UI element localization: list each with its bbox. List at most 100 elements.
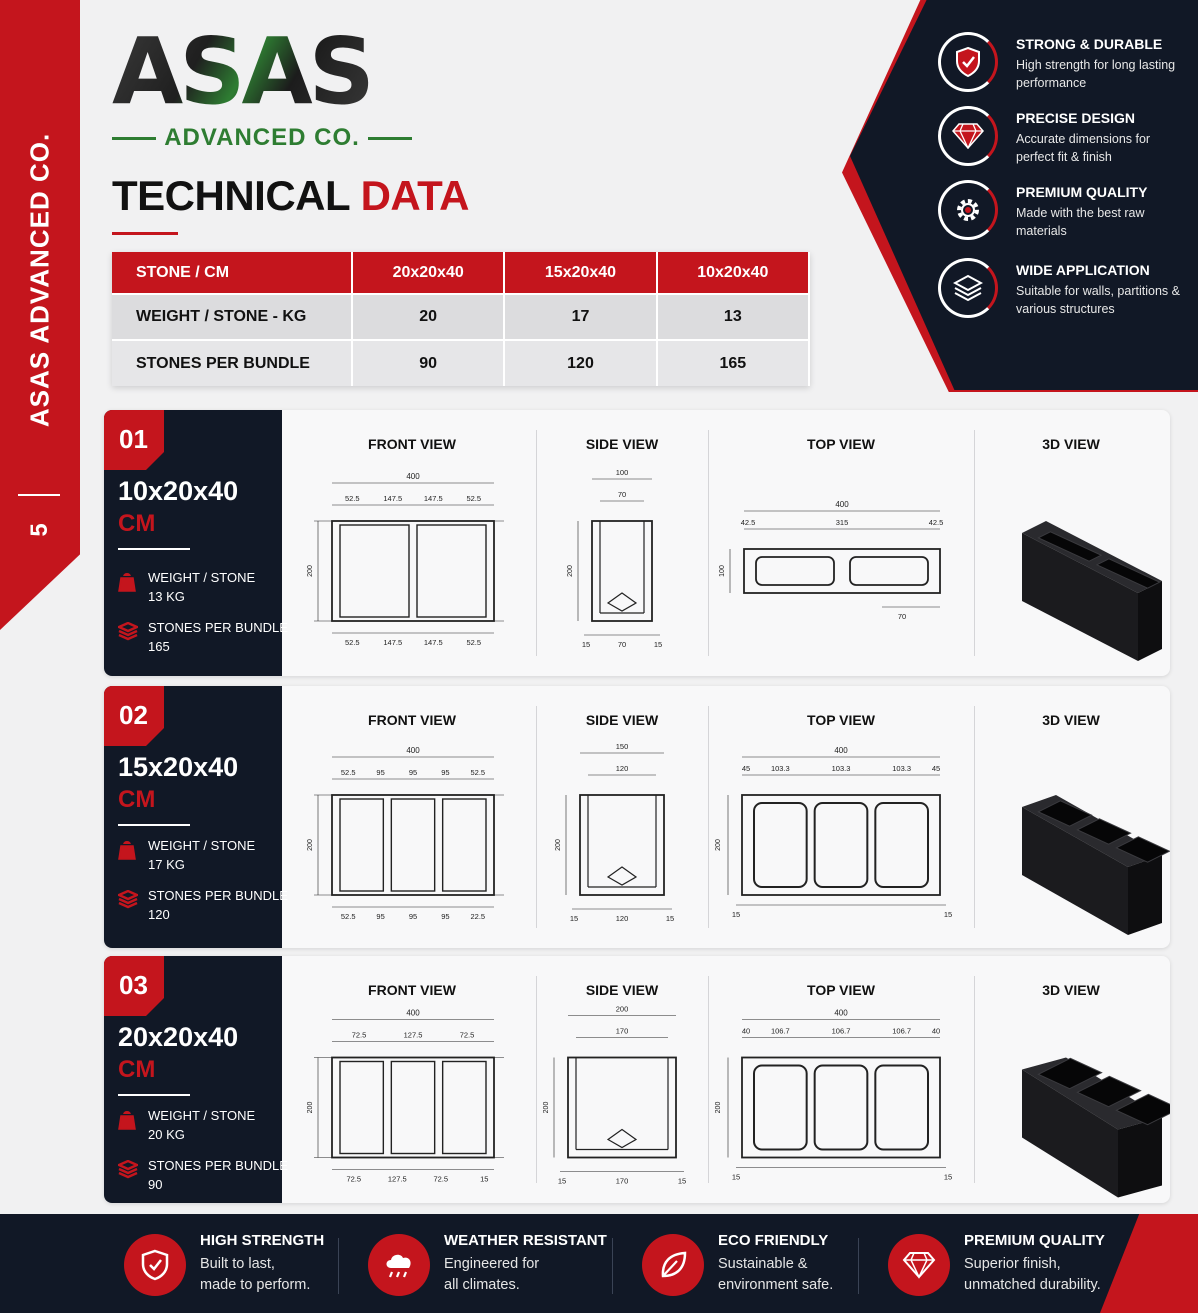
bottom-feature-desc: Superior finish,unmatched durability.: [964, 1254, 1134, 1296]
weight-icon-wrap: [118, 1110, 136, 1135]
dimension-label: 100: [616, 468, 629, 477]
block-size: 15x20x40: [118, 752, 239, 782]
block-unit: CM: [118, 510, 156, 537]
weight-icon: [118, 1111, 136, 1130]
top-view-cavity: [849, 556, 929, 586]
dimension-label: 40: [932, 1027, 940, 1036]
bundle-label: STONES PER BUNDLE: [148, 1158, 288, 1173]
desc-line: all climates.: [444, 1277, 520, 1293]
bundle-value: 165: [148, 639, 170, 654]
dimension-label: 72.5: [460, 1031, 475, 1040]
feature-desc: Suitable for walls, partitions & various…: [1016, 284, 1180, 316]
dimension-label: 200: [555, 839, 562, 851]
dimension-label: 15: [944, 1173, 952, 1182]
gear-icon: [938, 180, 998, 240]
dimension-label: 72.5: [352, 1031, 367, 1040]
weight-value: 17 KG: [148, 857, 185, 872]
bottom-feature-desc: Sustainable &environment safe.: [718, 1254, 888, 1296]
dimension-label: 147.5: [383, 494, 402, 503]
dimension-label: 100: [719, 565, 726, 577]
weight-value: 13 KG: [148, 589, 185, 604]
view-divider: [974, 706, 975, 928]
view-heading-top: TOP VIEW: [807, 436, 875, 452]
weight-icon-wrap: [118, 572, 136, 597]
tagline-line-right: [367, 136, 412, 140]
stack-icon: [116, 1159, 140, 1179]
block-side-face: [1118, 1117, 1162, 1198]
view-heading-iso: 3D VIEW: [1042, 712, 1100, 728]
dimension-label: 95: [409, 768, 417, 777]
title-underline: [112, 232, 178, 235]
dimension-label: 200: [567, 565, 574, 577]
left-ribbon: [0, 0, 80, 630]
block-underline: [118, 824, 190, 826]
spec-cell: 120: [504, 339, 658, 386]
dimension-label: 95: [376, 912, 384, 921]
block-cavity: [1115, 1093, 1170, 1126]
title-part-dark: TECHNICAL: [112, 172, 350, 219]
brand-logo: ASAS ADVANCED CO.: [112, 22, 412, 152]
weight-icon-wrap: [118, 840, 136, 865]
ribbon-brand: ASAS ADVANCED CO.: [24, 132, 55, 428]
spec-row-weight: WEIGHT / STONE - KG 20 17 13: [112, 293, 811, 340]
stack-icon-wrap: [116, 621, 140, 647]
view-heading-front: FRONT VIEW: [368, 982, 456, 998]
front-view-cavity: [416, 524, 487, 618]
dimension-label: 42.5: [929, 518, 944, 527]
dimension-label: 15: [732, 910, 740, 919]
side-view-diamond: [606, 1128, 638, 1149]
dimension-label: 15: [558, 1177, 566, 1186]
spec-cell: STONES PER BUNDLE: [112, 339, 353, 386]
tagline-line-left: [112, 136, 157, 140]
block-unit: CM: [118, 1056, 156, 1083]
block-underline: [118, 1094, 190, 1096]
diamond-icon: [888, 1234, 950, 1296]
bundle-text: STONES PER BUNDLE 165: [148, 618, 288, 656]
weight-label: WEIGHT / STONE: [148, 838, 256, 853]
logo-tagline-row: ADVANCED CO.: [112, 124, 412, 152]
weight-icon: [118, 573, 136, 592]
block-number: 01: [104, 410, 164, 470]
dimension-label: 95: [376, 768, 384, 777]
block-cavity: [1115, 836, 1170, 863]
top-view-cavity: [755, 556, 835, 586]
dimension-label: 70: [618, 490, 626, 499]
dimension-label: 52.5: [345, 638, 360, 647]
view-heading-side: SIDE VIEW: [585, 712, 659, 728]
top-view-cavity: [753, 1064, 808, 1151]
top-view-cavity: [874, 802, 929, 888]
dimension-label: 170: [616, 1027, 629, 1036]
spec-header: 20x20x40: [352, 252, 506, 294]
feature-title: WIDE APPLICATION: [1016, 262, 1150, 278]
dimension-label: 15: [666, 914, 674, 923]
view-heading-front: FRONT VIEW: [368, 712, 456, 728]
bottom-divider: [612, 1238, 613, 1294]
dimension-label: 52.5: [345, 494, 360, 503]
weight-text: WEIGHT / STONE 17 KG: [148, 836, 255, 874]
dimension-label: 52.5: [341, 768, 356, 777]
dimension-label: 315: [836, 518, 849, 527]
block-cavity: [1095, 558, 1161, 589]
block-cavity: [1076, 1075, 1142, 1108]
desc-line: made to perform.: [200, 1277, 311, 1293]
spec-cell: 20: [352, 293, 506, 340]
dimension-label: 15: [654, 640, 662, 649]
bundle-label: STONES PER BUNDLE: [148, 620, 288, 635]
top-view-cavity: [813, 802, 869, 888]
block-3d-illustration: [1022, 1057, 1170, 1198]
dimension-label: 52.5: [466, 638, 481, 647]
weight-text: WEIGHT / STONE 13 KG: [148, 568, 255, 606]
side-view-outline: [591, 520, 653, 622]
weight-label: WEIGHT / STONE: [148, 570, 256, 585]
